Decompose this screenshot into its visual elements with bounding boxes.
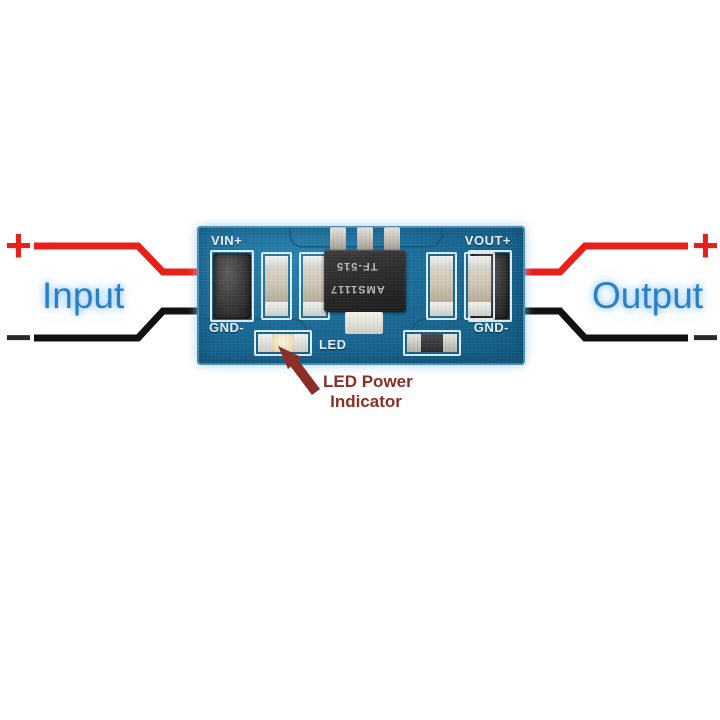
input-capacitor-1-outline	[261, 252, 292, 320]
silk-vout-ground: GND-	[473, 320, 509, 335]
input-capacitor-1-body	[265, 270, 288, 302]
input-label: Input	[42, 275, 125, 316]
input-capacitor-1-pad-bottom	[265, 302, 288, 316]
input-capacitor-2-pad-bottom	[303, 302, 326, 316]
ams1117-regulator-board: VIN+ GND- VOUT+ GND- LED	[197, 226, 525, 365]
smd-resistor-pad-right	[443, 334, 457, 352]
led-pad-right	[294, 334, 308, 352]
input-capacitor-2-body	[303, 270, 326, 302]
input-capacitor-1-pad-top	[265, 256, 288, 270]
output-capacitor-2-outline	[464, 252, 495, 320]
output-capacitor-1-pad-top	[430, 256, 453, 270]
input-plus-symbol: +	[5, 219, 32, 271]
output-capacitor-2-body	[468, 270, 491, 302]
ic-pad-2	[357, 227, 373, 253]
input-negative-wire	[34, 307, 215, 342]
silk-led-label: LED	[319, 337, 347, 352]
output-label: Output	[592, 275, 704, 316]
power-indicator-led	[272, 334, 294, 352]
smd-resistor-body	[421, 334, 443, 352]
silk-vin-positive: VIN+	[211, 233, 243, 248]
output-capacitor-2-pad-bottom	[468, 302, 491, 316]
smd-resistor-outline	[403, 330, 461, 356]
output-plus-symbol: +	[692, 219, 719, 271]
silk-vout-positive: VOUT+	[464, 233, 511, 248]
led-pad-left	[258, 334, 272, 352]
output-capacitor-1-outline	[426, 252, 457, 320]
callout-arrow	[278, 346, 320, 395]
led-annotation-line1: LED Power	[323, 372, 413, 391]
silk-vin-ground: GND-	[209, 320, 245, 335]
output-positive-wire	[508, 242, 688, 276]
ic-pad-3	[384, 227, 400, 253]
ic-thermal-tab	[345, 312, 383, 334]
ams1117-regulator-ic: TF-515 AMS1117	[324, 250, 406, 312]
ic-pad-1	[330, 227, 346, 253]
input-terminal-block	[213, 253, 251, 319]
input-capacitor-2-pad-top	[303, 256, 326, 270]
output-capacitor-2-pad-top	[468, 256, 491, 270]
input-minus-symbol: −	[5, 311, 32, 363]
output-capacitor-1-body	[430, 270, 453, 302]
input-terminal-outline	[210, 250, 254, 322]
smd-resistor-pad-left	[407, 334, 421, 352]
output-minus-symbol: −	[692, 311, 719, 363]
led-annotation-line2: Indicator	[330, 392, 402, 411]
output-capacitor-1-pad-bottom	[430, 302, 453, 316]
output-negative-wire	[508, 307, 688, 342]
input-positive-wire	[34, 242, 215, 276]
